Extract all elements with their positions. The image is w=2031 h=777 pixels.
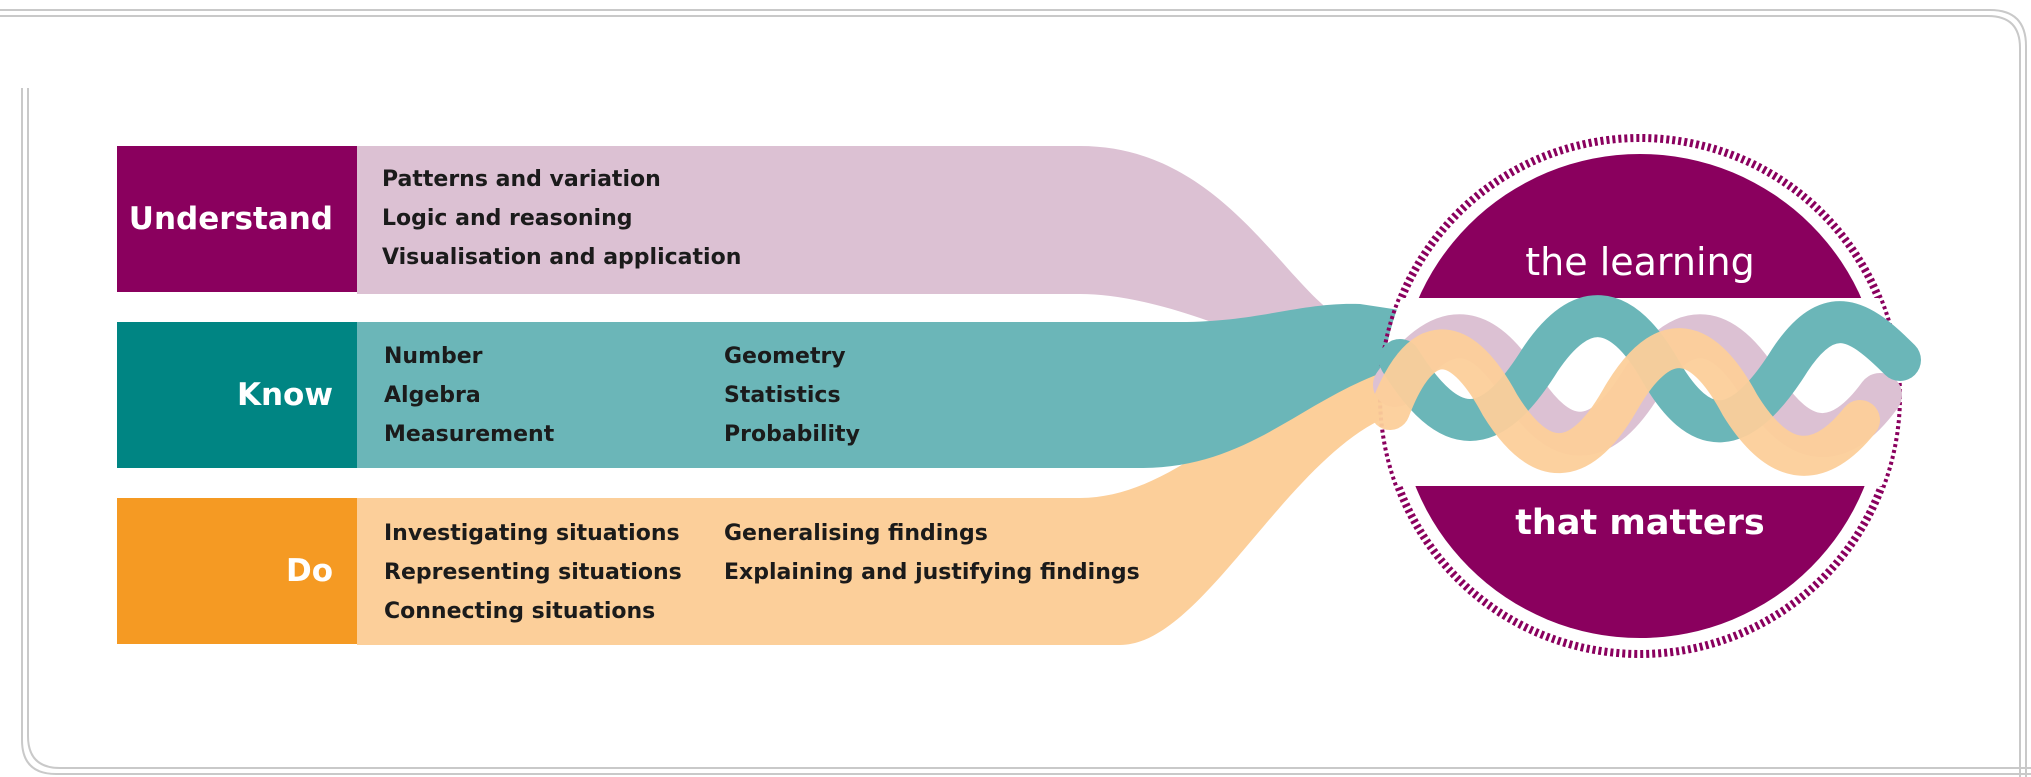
know-item: Geometry — [724, 344, 846, 369]
know-label: Know — [117, 322, 357, 468]
braid-strands — [1370, 295, 1921, 476]
know-label-text: Know — [236, 377, 333, 413]
understand-item: Patterns and variation — [382, 167, 661, 192]
do-item: Connecting situations — [384, 599, 656, 624]
understand-item: Logic and reasoning — [382, 206, 633, 231]
do-label-text: Do — [285, 553, 333, 589]
understand-label-text: Understand — [128, 201, 333, 237]
know-band — [357, 303, 1400, 468]
circle-bottom-text: that matters — [1515, 503, 1765, 543]
do-items-col1: Investigating situations Representing si… — [384, 514, 682, 631]
understand-label: Understand — [117, 146, 357, 292]
know-items-col1: Number Algebra Measurement — [384, 337, 554, 454]
understand-items: Patterns and variation Logic and reasoni… — [382, 160, 741, 277]
know-item: Statistics — [724, 383, 841, 408]
know-item: Number — [384, 344, 483, 369]
do-items-col2: Generalising findings Explaining and jus… — [724, 514, 1140, 592]
know-items-col2: Geometry Statistics Probability — [724, 337, 860, 454]
know-item: Measurement — [384, 422, 555, 447]
do-item: Representing situations — [384, 560, 682, 585]
do-label: Do — [117, 498, 357, 644]
do-band — [357, 372, 1395, 645]
do-item: Generalising findings — [724, 521, 988, 546]
circle-top-text: the learning — [1525, 240, 1755, 284]
know-item: Algebra — [384, 383, 481, 408]
understand-item: Visualisation and application — [382, 245, 742, 270]
do-item: Investigating situations — [384, 521, 680, 546]
know-item: Probability — [724, 422, 860, 447]
do-item: Explaining and justifying findings — [724, 560, 1140, 585]
understand-band — [357, 146, 1390, 372]
